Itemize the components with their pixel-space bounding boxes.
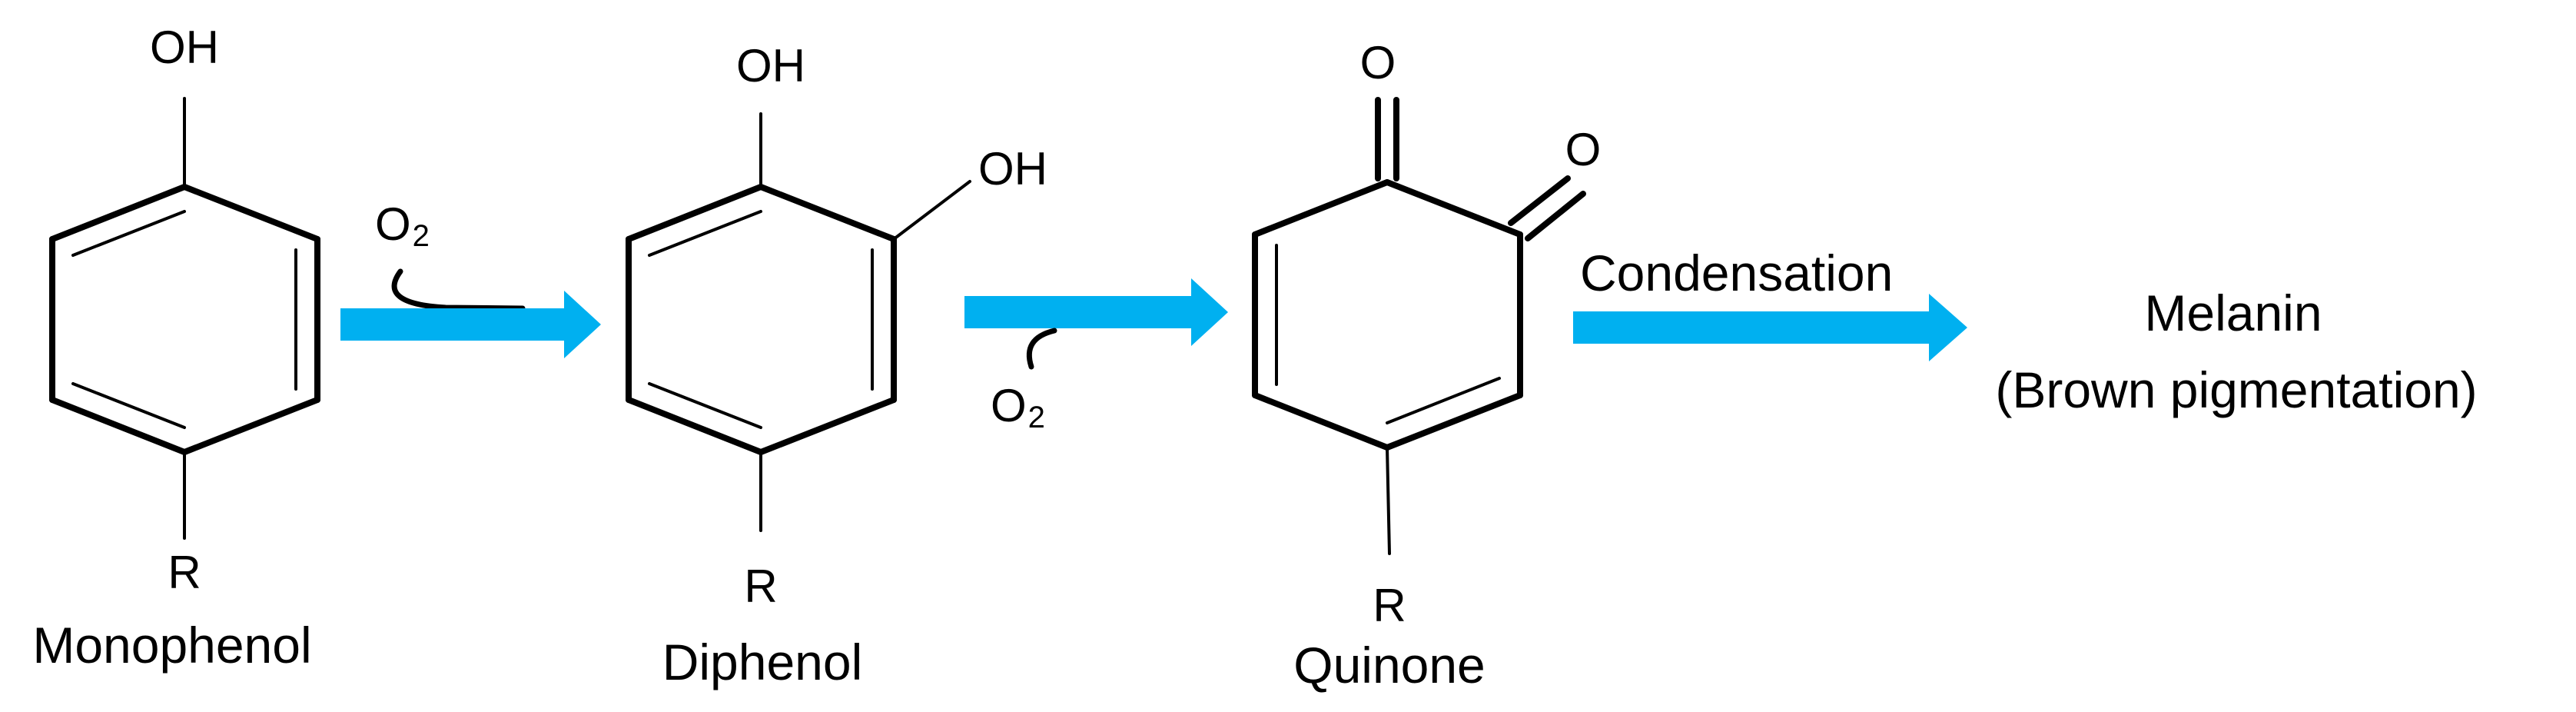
diphenol-oh-top-label: OH [736, 40, 805, 91]
monophenol-oh-label: OH [150, 22, 219, 73]
quinone-structure: O O R Quinone [1252, 37, 1602, 694]
quinone-r-bond [1386, 446, 1391, 555]
step3-arrow [1573, 294, 1967, 361]
diphenol-oh-bond-side [892, 180, 971, 241]
quinone-carbonyl-2 [1508, 175, 1586, 241]
step2-o2-curl [1026, 328, 1057, 370]
step1-o2-curl [391, 268, 526, 311]
arrow-shape [340, 291, 601, 358]
arrow-shape [1573, 294, 1967, 361]
step3-reaction: Condensation [1573, 245, 1967, 361]
step1-o2-label: O2 [375, 198, 430, 253]
quinone-ring [1252, 179, 1523, 451]
diphenol-name: Diphenol [662, 634, 863, 690]
quinone-carbonyl-1 [1375, 97, 1399, 181]
diphenol-r-label: R [744, 561, 777, 612]
monophenol-ring [49, 184, 320, 455]
step1-reaction: O2 [340, 198, 601, 358]
step1-arrow [340, 291, 601, 358]
melanin-note: (Brown pigmentation) [1995, 361, 2477, 418]
arrow-shape [964, 278, 1228, 346]
diphenol-ring [626, 184, 897, 455]
monophenol-r-label: R [168, 547, 201, 598]
quinone-r-label: R [1373, 580, 1406, 631]
step2-reaction: O2 [964, 278, 1228, 434]
quinone-o1-label: O [1360, 37, 1396, 88]
diphenol-structure: OH OH R Diphenol [626, 40, 1047, 690]
monophenol-structure: OH R Monophenol [32, 22, 320, 674]
monophenol-name: Monophenol [32, 617, 311, 674]
step2-o2-label: O2 [991, 380, 1045, 434]
quinone-o2-label: O [1565, 124, 1602, 175]
condensation-label: Condensation [1580, 245, 1893, 301]
melanin-product: Melanin (Brown pigmentation) [1995, 284, 2477, 418]
step2-arrow [964, 278, 1228, 346]
diphenol-oh-side-label: OH [978, 143, 1047, 195]
melanin-name: Melanin [2144, 284, 2322, 341]
quinone-name: Quinone [1293, 637, 1486, 694]
